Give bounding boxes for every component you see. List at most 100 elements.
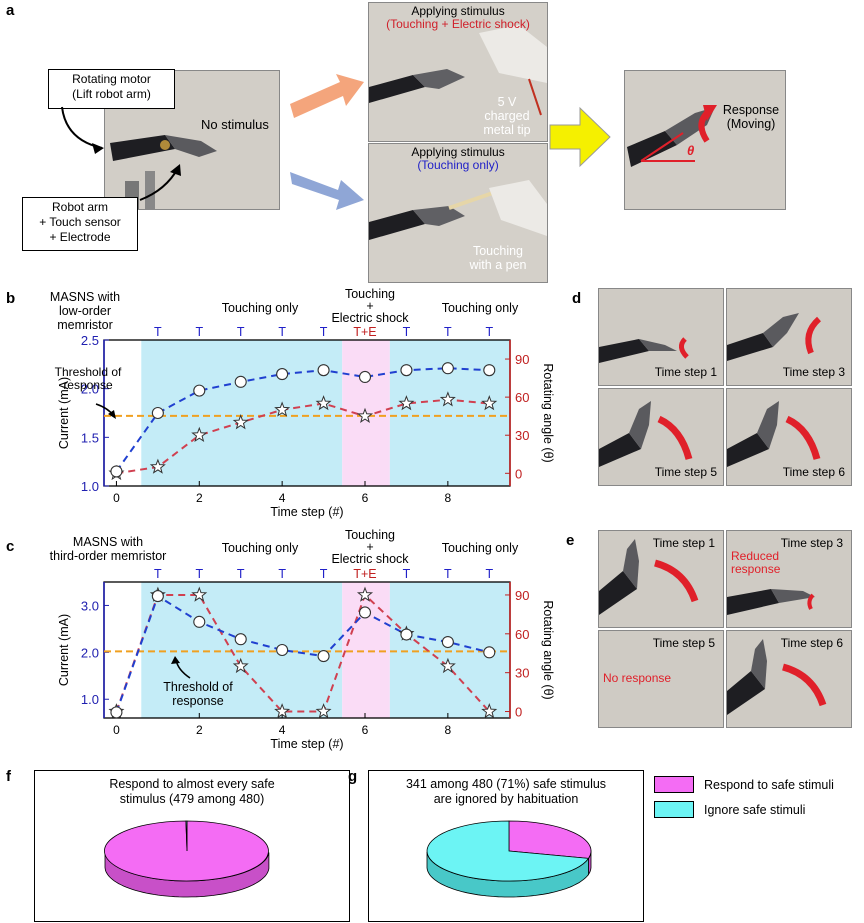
panel-c-current-point [358,606,372,619]
pen-note-2: with a pen [469,258,527,272]
panel-e-label: e [566,532,575,549]
legend-ignore: Ignore safe stimuli [654,801,862,818]
panel-b-angle-point [398,395,415,411]
panel-c-title-1: MASNS with [72,535,144,549]
moving-arm-image [625,71,785,209]
panel-b-angle-point [481,395,498,411]
theta-label: θ [687,143,695,158]
panel-c-angle-point [356,586,374,602]
panel-c-shade-0 [141,582,343,718]
panel-f-pie [104,820,270,898]
panel-c-xtick-label: 0 [113,723,120,737]
top-title: Applying stimulus [411,4,505,18]
panel-c-y2tick-label: 0 [515,705,522,720]
panel-c-angle-line [115,593,491,713]
panel-d-step-1: Time step 1 [654,365,717,379]
panel-b-stimulus-label: T [320,325,328,339]
panel-b-title-2: low-order memristor [57,304,113,332]
panel-c-threshold-1: Threshold of [163,680,233,694]
no-stimulus-photo: No stimulus [104,70,280,210]
panel-c-stimulus-label: T [195,567,203,581]
response-text-1: Response [722,103,780,117]
red-arrow-icon [703,105,717,121]
legend-ignore-label: Ignore safe stimuli [704,802,806,817]
panel-b-label: b [6,290,16,307]
legend-respond-label: Respond to safe stimuli [704,777,834,792]
motor-box-line2: (Lift robot arm) [72,87,151,101]
metal-tip-note-1: 5 V [497,95,517,109]
reduced-2: response [731,562,781,576]
panel-b-current-line [115,367,490,472]
panel-b-threshold-label: Threshold of response [46,366,130,392]
panel-b-y2tick-label: 90 [515,352,529,367]
blue-arrow-icon [290,172,364,210]
panel-c-threshold-2: response [172,694,224,708]
panel-f-box: Respond to almost every safe stimulus (4… [34,770,350,922]
panel-b-angle-point [439,391,456,407]
bottom-subtitle: (Touching only) [417,158,499,172]
panel-b-seg-mid-1: Touching [344,287,396,301]
panel-c-y2tick-label: 60 [515,627,529,642]
legend-respond: Respond to safe stimuli [654,776,862,793]
panel-b-angle-point [356,407,374,423]
panel-d-photo-1: Time step 1 [598,288,724,386]
panel-d-arm-3 [599,389,723,485]
panel-e-arm-4 [727,631,851,727]
panel-d-grid: Time step 1 Time step 3 Time step 5 Time… [598,288,862,490]
panel-e-step-3: Time step 5 [652,636,715,650]
panel-d-step-4: Time step 6 [782,465,845,479]
panel-c-angle-point [274,703,291,719]
top-subtitle: (Touching + Electric shock) [386,17,530,31]
panel-c-stimulus-label: T [403,567,411,581]
panel-c-stimulus-label: T [444,567,452,581]
legend-ignore-swatch [654,801,694,818]
panel-b-current-point [400,364,413,377]
bottom-title: Applying stimulus [411,145,505,159]
yellow-arrow-icon [549,106,611,168]
panel-b-stimulus-label: T [485,325,493,339]
panel-c-current-point [483,646,496,659]
panel-g-pie [426,820,592,898]
panel-b-stimulus-label: T [403,325,411,339]
panel-c-seg-left: Touching only [221,541,299,555]
panel-c-ytick-label: 3.0 [81,598,99,613]
panel-c-angle-point [191,586,208,602]
panel-c-xlabel: Time step (#) [270,737,343,751]
panel-g-pie-slice-0 [508,820,592,859]
panel-c-stimulus-label: T [278,567,286,581]
legend-respond-swatch [654,776,694,793]
motor-box-line1: Rotating motor [72,72,151,86]
panel-b-ytick-label: 1.5 [81,430,99,445]
panel-c-label: c [6,538,15,555]
panel-b-threshold-1: Threshold of [54,365,122,379]
response-photo: θ Response (Moving) [624,70,786,210]
panel-c-current-point [400,628,413,641]
panel-d-photo-2: Time step 3 [726,288,852,386]
panel-b-title: MASNS with low-order memristor [30,290,140,332]
panel-c-xtick-label: 4 [279,723,286,737]
panel-c-seg-mid-2: + [366,540,374,554]
orange-arrow-icon [290,74,364,118]
pen-note: Touching with a pen [449,244,547,272]
panel-b-xtick-label: 6 [362,491,369,505]
panel-b-stimulus-label: T [278,325,286,339]
panel-d-arm-2 [727,289,851,385]
panel-d-step-2: Time step 3 [782,365,845,379]
robot-box: Robot arm + Touch sensor + Electrode [22,197,138,251]
panel-c-angle-point [439,657,456,674]
panel-b-xtick-label: 0 [113,491,120,505]
panel-b-angle-point [274,401,291,417]
panel-c-current-point [193,615,206,628]
reduced-response-text: Reduced response [731,550,780,576]
panel-c-seg-mid-3: Electric shock [331,552,409,566]
panel-f-text-2: stimulus (479 among 480) [119,792,265,806]
panel-c-seg-mid: Touching + Electric shock [314,529,426,566]
panel-c-ytick-label: 2.0 [81,645,99,660]
panel-c-stimulus-label: T [237,567,245,581]
panel-f-pie-slice-0 [104,820,269,882]
metal-tip-image [369,3,547,141]
panel-b-seg-mid-2: + [366,299,374,313]
panel-b-xtick-label: 8 [445,491,452,505]
